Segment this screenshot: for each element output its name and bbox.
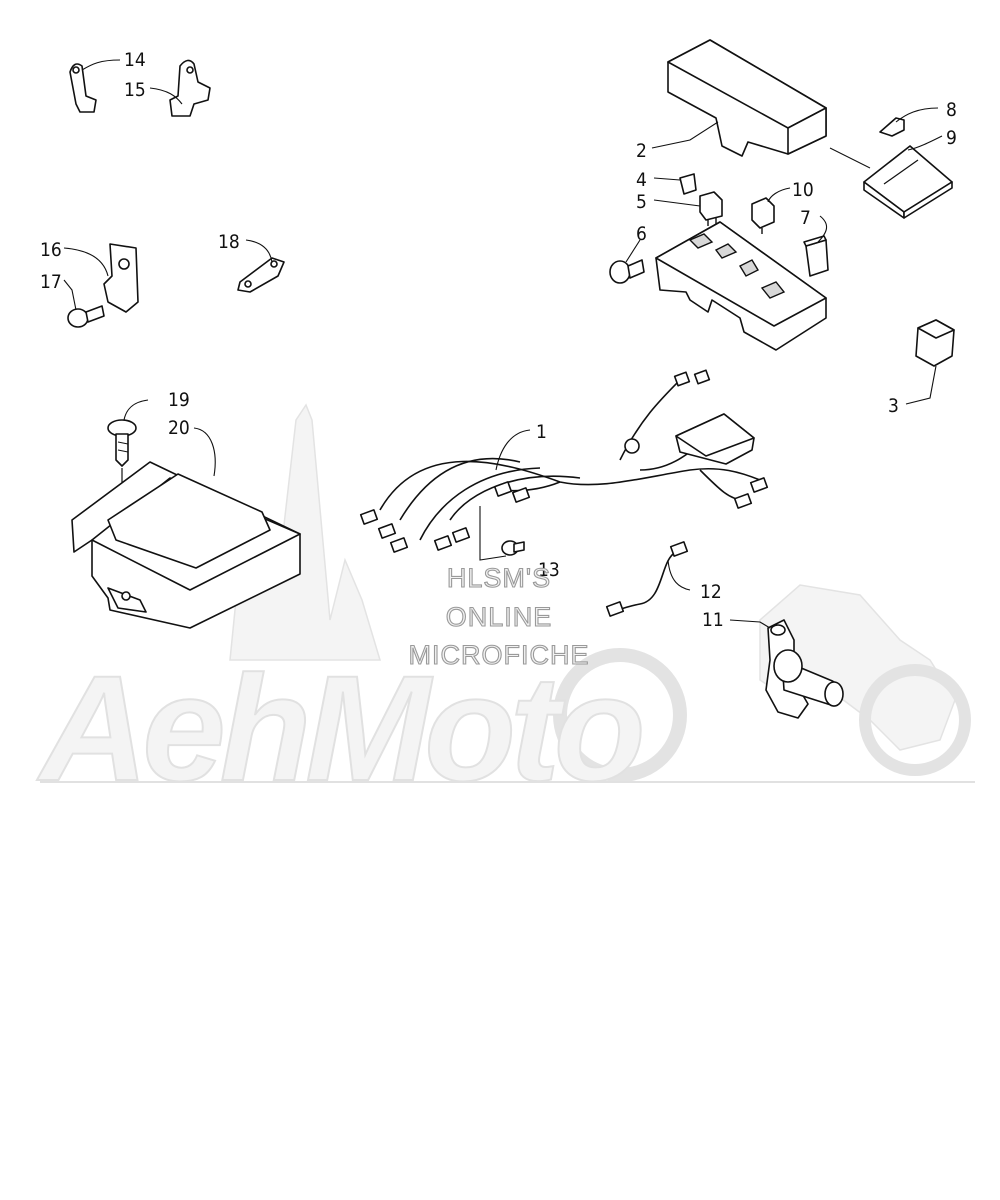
callout-9: 9 [946,127,957,149]
part-18-plate [237,257,285,293]
callout-18: 18 [218,231,240,253]
part-16-bracket [103,243,139,313]
callout-15: 15 [124,79,146,101]
watermark-text: HLSM'S ONLINE MICROFICHE [408,562,590,670]
part-12-sensor-lead [605,541,689,617]
watermark-line-3: MICROFICHE [409,640,590,670]
part-17-bolt [67,305,105,328]
callout-6: 6 [636,223,647,245]
part-10-fuse [751,197,775,234]
watermark-wheel-front [553,648,687,782]
part-15-bracket [169,59,211,117]
part-4-fuse [679,173,697,195]
callout-3: 3 [888,395,899,417]
callout-13: 13 [538,559,560,581]
part-11-speed-sensor [765,619,844,719]
callout-12: 12 [700,581,722,603]
watermark-line-1: HLSM'S [447,563,551,593]
callout-labels: 1 2 3 4 5 6 7 8 9 10 11 12 13 14 15 16 1… [40,49,957,631]
callout-2: 2 [636,140,647,162]
part-13-bolt [501,540,525,556]
callout-5: 5 [636,191,647,213]
callout-11: 11 [702,609,724,631]
part-9-card [829,145,953,219]
watermark-layer: AehMoto [35,403,975,813]
watermark-wheel-rear [859,664,971,776]
part-2-fuse-cover [667,39,827,157]
callout-10: 10 [792,179,814,201]
part-14-bracket [69,63,97,113]
callout-19: 19 [168,389,190,411]
part-20-control-module [71,461,301,629]
watermark-line-2: ONLINE [446,602,553,632]
part-8-clip [879,117,905,137]
part-5-fuse [699,191,723,226]
callout-16: 16 [40,239,62,261]
callout-14: 14 [124,49,146,71]
callout-17: 17 [40,271,62,293]
part-6-bolt [609,259,645,284]
part-7-relay [803,235,829,277]
leader-lines [63,59,943,629]
callout-8: 8 [946,99,957,121]
callout-20: 20 [168,417,190,439]
callout-4: 4 [636,169,647,191]
callout-7: 7 [800,207,811,229]
part-3-connector [915,319,955,367]
part-1-wiring-harness [359,369,769,553]
fuse-box-base [655,221,827,351]
watermark-brand-text: AehMoto [36,644,641,812]
callout-1: 1 [536,421,547,443]
